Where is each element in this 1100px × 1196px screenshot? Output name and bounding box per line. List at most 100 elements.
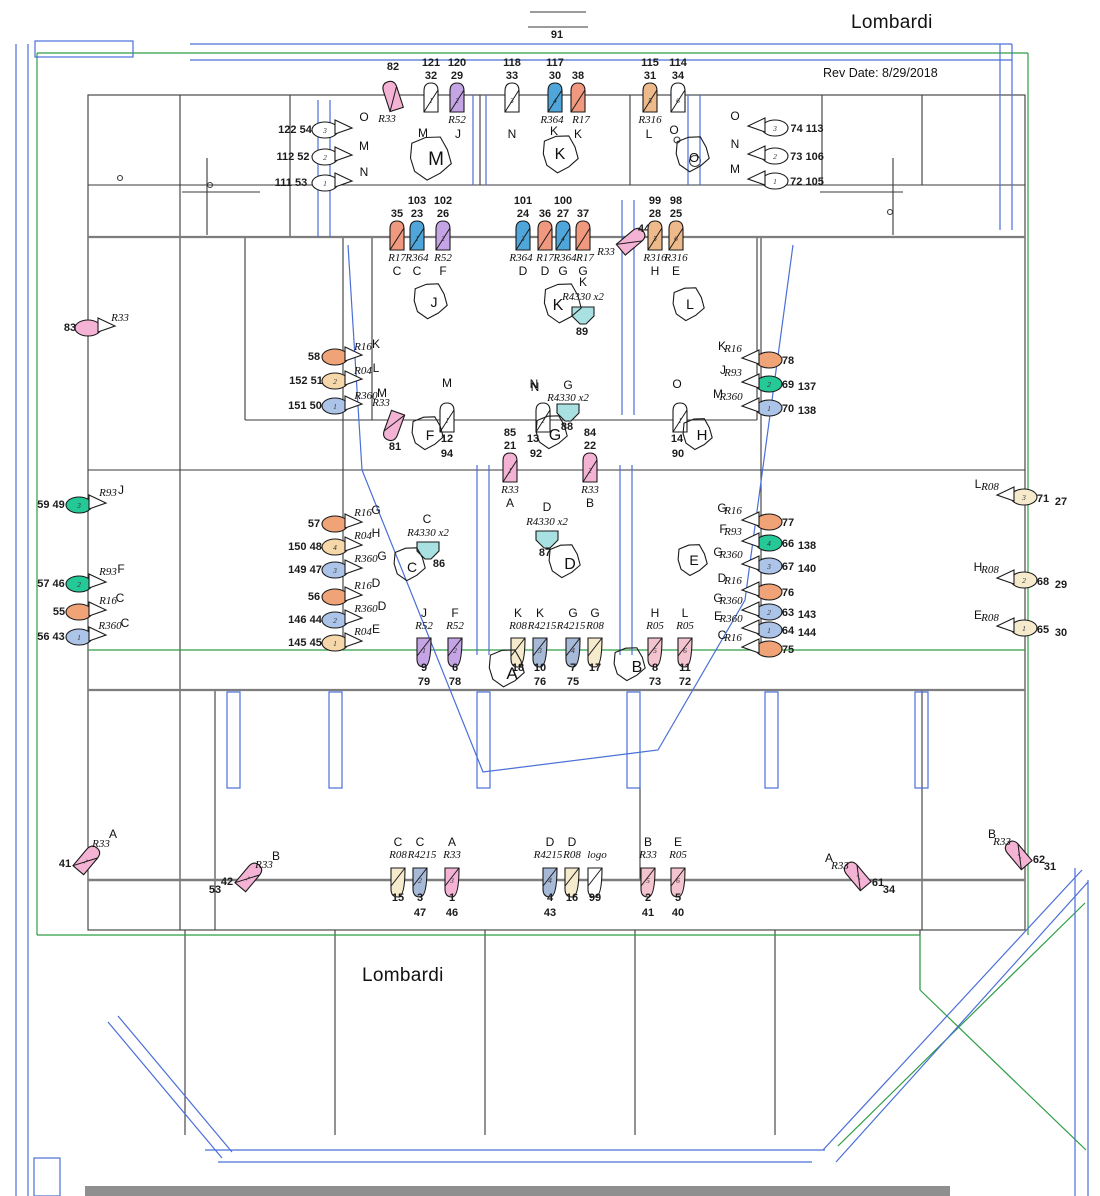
label: R33: [254, 859, 273, 871]
label: C: [413, 264, 422, 278]
label: 118: [503, 57, 521, 69]
label: H: [372, 526, 381, 540]
label: 35: [391, 208, 403, 220]
label: R93: [723, 526, 742, 538]
label: 6: [674, 234, 678, 243]
label: 41: [59, 858, 71, 870]
label: 146 44: [288, 614, 323, 626]
label: 1: [508, 466, 512, 475]
label: 5: [646, 876, 650, 885]
label: R16: [353, 341, 372, 353]
label: 3: [322, 126, 327, 135]
label: K: [550, 124, 558, 138]
label: B: [632, 659, 643, 676]
label: 1: [333, 639, 337, 648]
label: 34: [883, 884, 896, 896]
label: D: [372, 576, 381, 590]
label: 12: [441, 433, 453, 445]
label: G: [578, 264, 587, 278]
label: J: [431, 294, 438, 310]
